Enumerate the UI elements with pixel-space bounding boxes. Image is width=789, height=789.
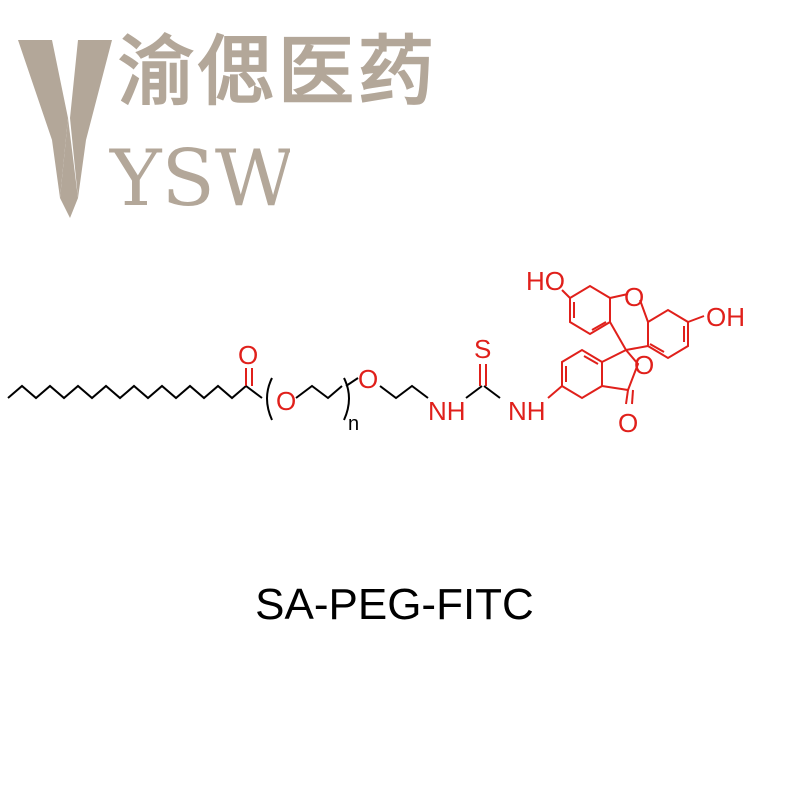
xanthene-left-ring — [569, 284, 611, 336]
peg-link — [345, 377, 359, 387]
aryl-link-bond — [547, 385, 563, 399]
logo-v-shape — [18, 40, 112, 218]
thiourea-bond-2 — [483, 385, 501, 399]
thione-sulfur: S — [474, 334, 491, 364]
repeat-bracket-left — [266, 377, 273, 421]
lactone-oxygen: O — [634, 350, 654, 380]
carbonyl-oxygen: O — [238, 340, 258, 370]
peg-chain-1 — [295, 384, 343, 400]
compound-name: SA-PEG-FITC — [255, 580, 534, 629]
logo-monogram-text: YSW — [109, 134, 290, 224]
nh-group-1: NH — [428, 396, 466, 426]
nh-group-2: NH — [508, 396, 546, 426]
lactone-carbonyl-oxygen: O — [618, 408, 638, 438]
logo-mark: YSW — [18, 40, 290, 224]
lactone-ring — [601, 348, 640, 392]
xanthene-oxygen: O — [624, 282, 644, 312]
chemical-structure: O O n O NH S NH — [7, 266, 745, 438]
peg-chain-2 — [379, 384, 429, 400]
fluorescein-core — [561, 284, 705, 405]
ester-bond — [245, 385, 263, 399]
peg-oxygen-1: O — [276, 386, 296, 416]
hydroxyl-left: HO — [526, 266, 565, 296]
repeat-subscript: n — [348, 413, 359, 435]
thiourea-bond-1 — [465, 385, 483, 399]
phthalide-ring — [561, 348, 603, 400]
logo-monogram: YSW — [109, 134, 290, 224]
peg-oxygen-2: O — [358, 364, 378, 394]
company-name: 渝偲医药 — [118, 27, 438, 116]
hydroxyl-right: OH — [706, 302, 745, 332]
alkyl-chain — [7, 384, 247, 400]
repeat-bracket-right — [343, 377, 350, 421]
